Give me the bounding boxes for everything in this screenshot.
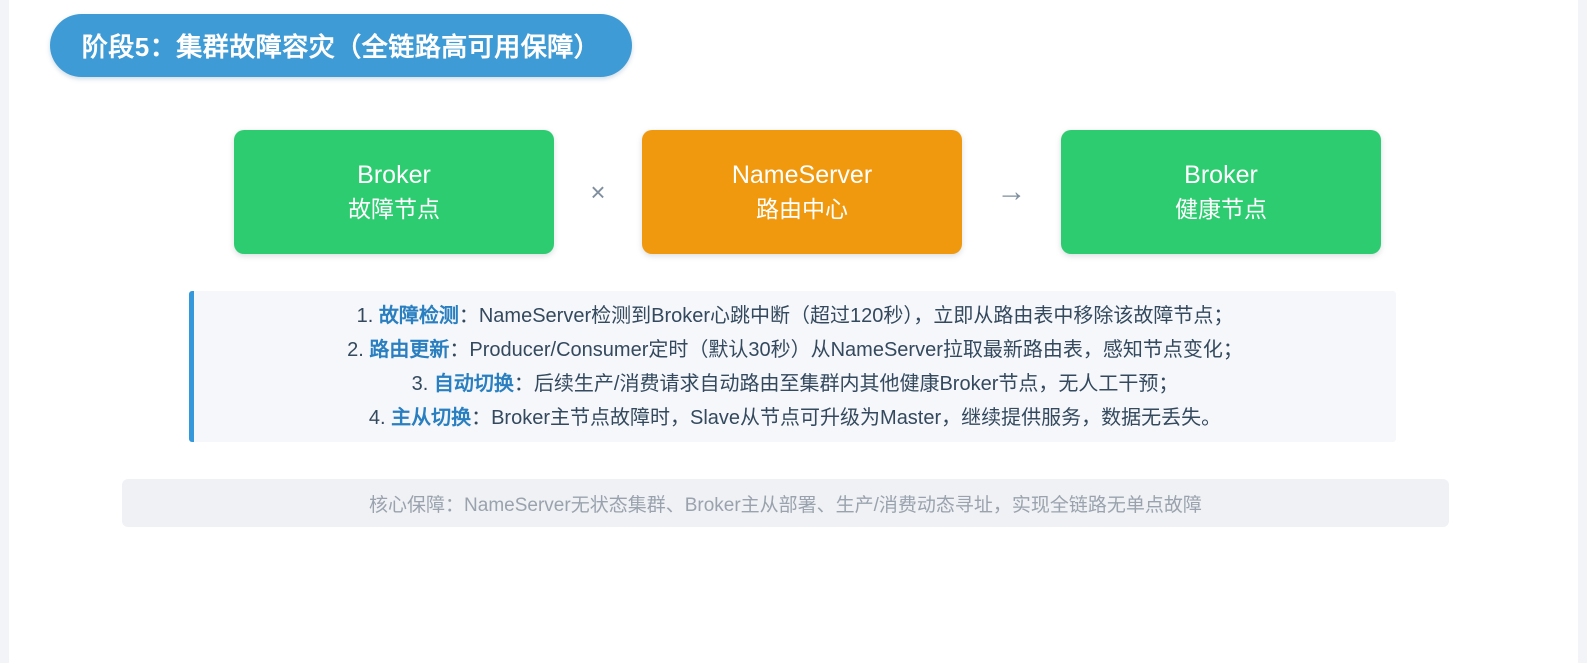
flow-node-nameserver[interactable]: NameServer 路由中心: [642, 130, 962, 254]
detail-item-number: 2.: [347, 338, 364, 361]
flow-node-broker-healthy[interactable]: Broker 健康节点: [1061, 130, 1381, 254]
detail-item-number: 4.: [368, 406, 386, 429]
core-guarantee-note: 核心保障：NameServer无状态集群、Broker主从部署、生产/消费动态寻…: [122, 479, 1449, 527]
detail-item-text: ：Broker主节点故障时，Slave从节点可升级为Master，继续提供服务，…: [471, 406, 1222, 429]
failover-detail-panel: 1. 故障检测：NameServer检测到Broker心跳中断（超过120秒），…: [189, 291, 1396, 442]
detail-item-number: 3.: [411, 372, 429, 395]
detail-item: 4. 主从切换：Broker主节点故障时，Slave从节点可升级为Master，…: [369, 401, 1221, 435]
flow-node-subtitle: 故障节点: [348, 196, 440, 222]
flow-node-subtitle: 路由中心: [756, 196, 848, 222]
flow-node-broker-faulty[interactable]: Broker 故障节点: [234, 130, 554, 254]
core-guarantee-text: 核心保障：NameServer无状态集群、Broker主从部署、生产/消费动态寻…: [369, 494, 1202, 516]
detail-item-keyword: 故障检测: [378, 304, 459, 327]
detail-item: 1. 故障检测：NameServer检测到Broker心跳中断（超过120秒），…: [357, 299, 1234, 333]
detail-item-keyword: 自动切换: [433, 372, 514, 395]
detail-item-text: ：后续生产/消费请求自动路由至集群内其他健康Broker节点，无人工干预；: [513, 372, 1179, 395]
flow-node-title: Broker: [1184, 161, 1258, 189]
detail-item: 2. 路由更新：Producer/Consumer定时（默认30秒）从NameS…: [347, 333, 1243, 367]
stage-title-text: 阶段5：集群故障容灾（全链路高可用保障）: [81, 32, 601, 62]
detail-item-keyword: 主从切换: [391, 406, 472, 429]
detail-item-text: ：Producer/Consumer定时（默认30秒）从NameServer拉取…: [449, 338, 1243, 361]
detail-item-number: 1.: [356, 304, 374, 327]
page-edge-right: [1578, 0, 1587, 663]
detail-item: 3. 自动切换：后续生产/消费请求自动路由至集群内其他健康Broker节点，无人…: [412, 367, 1179, 401]
stage-title-pill: 阶段5：集群故障容灾（全链路高可用保障）: [50, 14, 632, 77]
flow-node-subtitle: 健康节点: [1175, 196, 1267, 222]
detail-item-keyword: 路由更新: [369, 338, 450, 361]
flow-diagram: Broker 故障节点 × NameServer 路由中心 → Broker 健…: [234, 130, 1381, 254]
flow-node-title: NameServer: [731, 161, 873, 189]
cross-icon: ×: [590, 177, 606, 207]
arrow-right-icon: →: [996, 175, 1027, 208]
flow-node-title: Broker: [357, 161, 431, 189]
page-edge-left: [0, 0, 9, 663]
detail-item-text: ：NameServer检测到Broker心跳中断（超过120秒），立即从路由表中…: [458, 304, 1234, 327]
